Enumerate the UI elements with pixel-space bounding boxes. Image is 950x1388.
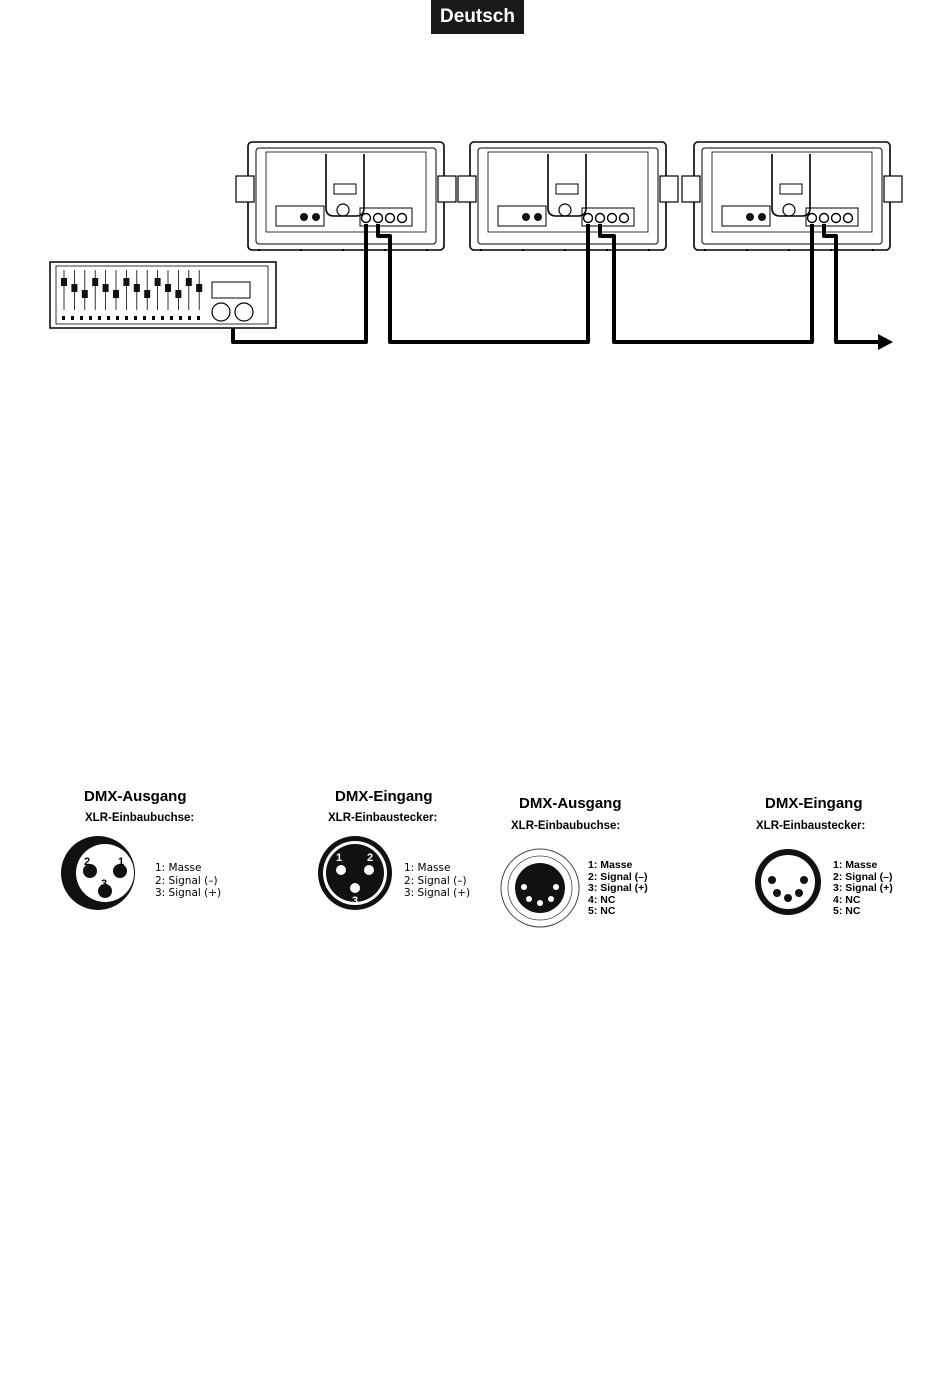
fader-5	[102, 270, 109, 310]
fader-7	[123, 270, 130, 310]
fader-4	[92, 270, 99, 310]
svg-text:2: 2	[367, 852, 373, 864]
xlr-5pin-socket-icon	[500, 848, 580, 928]
fader-14	[196, 270, 203, 310]
svg-text:1: 1	[336, 852, 342, 864]
fader-3	[81, 270, 88, 310]
fixture-1	[235, 141, 457, 251]
connector-subtitle: XLR-Einbaustecker:	[756, 820, 866, 832]
pin-assignment-list: 1: Masse 2: Signal (–) 3: Signal (+)	[404, 862, 471, 899]
fixture-group	[235, 141, 903, 251]
language-badge: Deutsch	[431, 0, 524, 34]
connector-title: DMX-Eingang	[335, 788, 433, 805]
pin-assignment-list: 1: Masse 2: Signal (–) 3: Signal (+)	[155, 862, 222, 899]
fader-12	[175, 270, 182, 310]
connector-title: DMX-Ausgang	[519, 795, 622, 812]
fader-2	[71, 270, 78, 310]
connector-subtitle: XLR-Einbaubuchse:	[85, 812, 195, 824]
xlr-3pin-plug-icon: 1 2 3	[318, 836, 392, 910]
fader-9	[144, 270, 151, 310]
controller-faders	[61, 270, 203, 310]
pin-assignment-list: 1: Masse 2: Signal (–) 3: Signal (+) 4: …	[588, 859, 648, 917]
connector-title: DMX-Ausgang	[84, 788, 187, 805]
fixture-2	[457, 141, 679, 251]
fader-10	[154, 270, 161, 310]
dmx-wiring-diagram	[49, 141, 903, 350]
connector-title: DMX-Eingang	[765, 795, 863, 812]
connector-subtitle: XLR-Einbaustecker:	[328, 812, 438, 824]
svg-text:2: 2	[84, 856, 90, 868]
svg-text:3: 3	[101, 878, 107, 890]
dmx-cables	[231, 224, 880, 344]
connector-subtitle: XLR-Einbaubuchse:	[511, 820, 621, 832]
fader-6	[113, 270, 119, 310]
svg-text:1: 1	[118, 856, 124, 868]
cable-continue-arrow-icon	[878, 334, 893, 350]
xlr-5pin-plug-icon	[755, 849, 821, 915]
pin-assignment-list: 1: Masse 2: Signal (–) 3: Signal (+) 4: …	[833, 859, 893, 917]
fixture-3	[681, 141, 903, 251]
dmx-controller	[49, 261, 277, 329]
fader-8	[133, 270, 140, 310]
xlr-3pin-socket-icon: 2 1 3	[61, 836, 135, 910]
fader-1	[61, 270, 67, 310]
fader-11	[165, 270, 171, 310]
svg-text:3: 3	[352, 895, 358, 907]
fader-13	[185, 270, 192, 310]
